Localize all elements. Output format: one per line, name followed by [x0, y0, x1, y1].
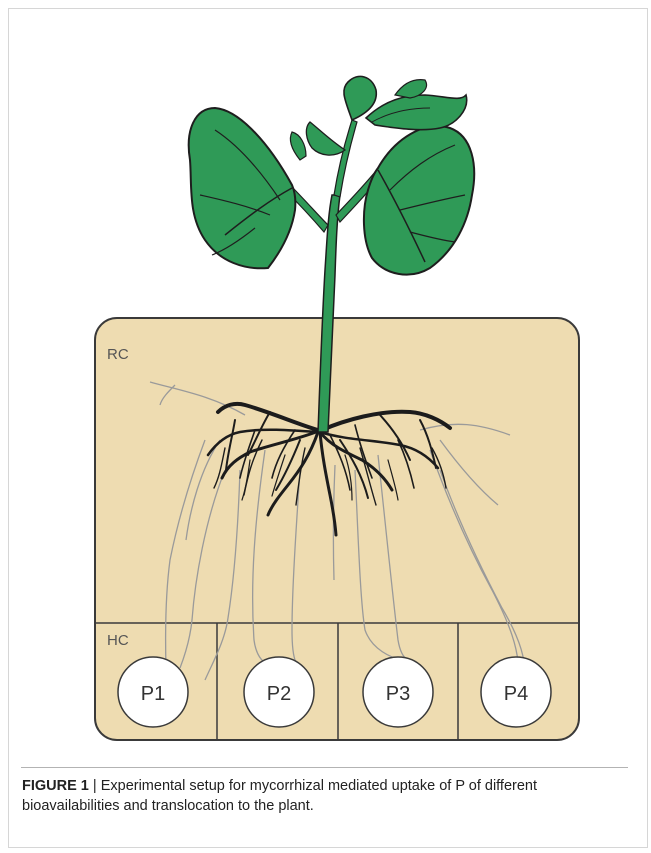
p3-label: P3	[386, 683, 410, 705]
rc-label: RC	[107, 346, 129, 363]
p2-pot: P2	[244, 657, 314, 727]
p4-pot: P4	[481, 657, 551, 727]
caption-rule	[21, 767, 628, 768]
p1-label: P1	[141, 683, 165, 705]
experimental-setup-diagram: RC HC	[0, 0, 651, 790]
p2-label: P2	[267, 683, 291, 705]
left-leaf	[189, 108, 296, 268]
plant-branch-top	[334, 120, 357, 197]
right-leaf	[364, 126, 474, 274]
p1-pot: P1	[118, 657, 188, 727]
p4-label: P4	[504, 683, 528, 705]
p3-pot: P3	[363, 657, 433, 727]
caption-label: FIGURE 1	[22, 778, 89, 794]
hc-label: HC	[107, 632, 129, 649]
caption-separator: |	[89, 778, 101, 794]
figure-caption: FIGURE 1 | Experimental setup for mycorr…	[22, 776, 632, 816]
